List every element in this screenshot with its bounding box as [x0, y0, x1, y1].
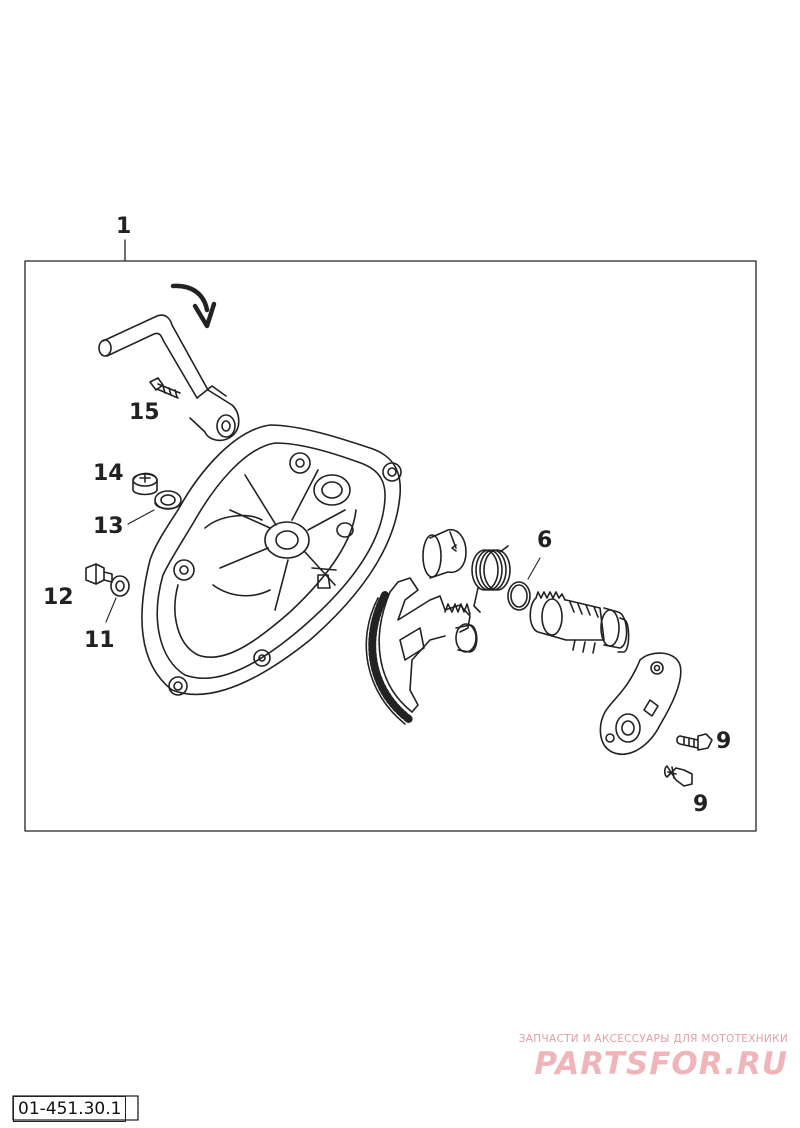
return-spring — [471, 545, 511, 613]
callout-cap: 14 — [93, 461, 124, 486]
callout-assembly: 1 — [116, 214, 132, 239]
pedal-bolt — [149, 377, 181, 399]
assembly-frame — [24, 260, 757, 832]
seal-washer — [154, 490, 182, 510]
watermark-logo: PARTSFOR.RU — [534, 1046, 788, 1082]
o-ring-leader — [527, 557, 541, 580]
callout-plug: 12 — [43, 585, 74, 610]
plug — [85, 563, 113, 585]
bushing — [422, 528, 467, 579]
cap — [132, 472, 158, 496]
callout-pedal-bolt: 15 — [129, 400, 160, 425]
mounting-bolt-bottom — [663, 765, 693, 787]
callout-o-ring: 6 — [537, 528, 553, 553]
diagram-code: 01-451.30.1 — [13, 1096, 127, 1122]
seal-washer-leader — [127, 509, 155, 525]
washer-leader — [105, 597, 117, 623]
o-ring — [507, 581, 531, 611]
callout-bolt-top: 9 — [716, 729, 732, 754]
kick-quadrant-gear — [365, 577, 478, 725]
kick-shaft — [529, 591, 630, 654]
callout-bolt-bottom: 9 — [693, 792, 709, 817]
callout-seal-washer: 13 — [93, 514, 124, 539]
crankcase-cover — [141, 424, 402, 696]
rotation-arrow-icon — [170, 283, 217, 329]
watermark-tagline: ЗАПЧАСТИ И АКСЕССУАРЫ ДЛЯ МОТОТЕХНИКИ — [518, 1033, 788, 1045]
mounting-plate — [599, 652, 682, 755]
callout-washer: 11 — [84, 628, 115, 653]
washer — [110, 575, 130, 597]
kick-pedal — [98, 314, 240, 442]
mounting-bolt-top — [676, 733, 713, 751]
